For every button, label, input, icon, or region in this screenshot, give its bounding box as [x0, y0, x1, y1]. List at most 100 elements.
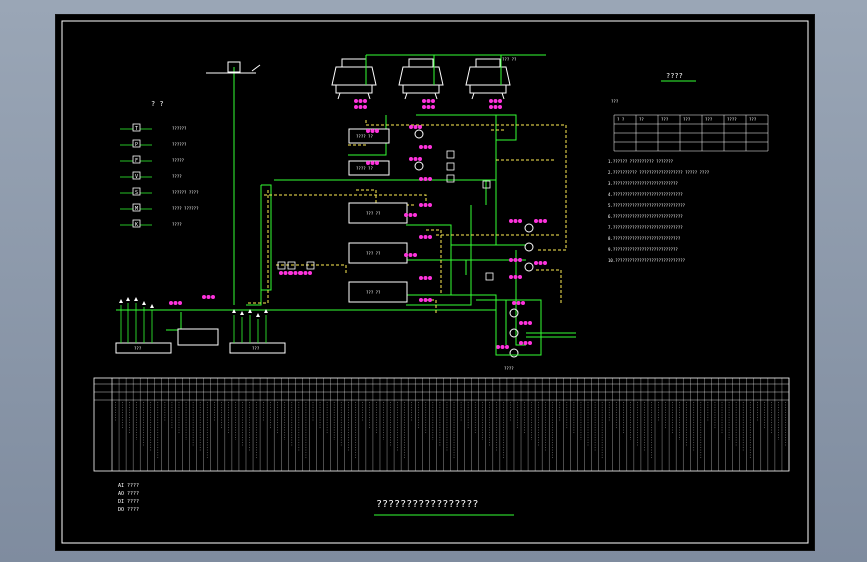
chiller-label-1: ???? ?? — [356, 134, 373, 139]
legend-symbol-box — [132, 139, 141, 148]
sensor-dot — [489, 99, 493, 103]
sensor-dot — [419, 235, 423, 239]
sensor-dot — [299, 271, 303, 275]
sensor-dot — [426, 99, 431, 103]
sensor-dot — [431, 105, 435, 109]
legend-symbol-box — [132, 155, 141, 164]
notes-block: ???? ??? ? ??????????????????? 1.?????? … — [608, 72, 769, 263]
cooling-tower-2 — [398, 58, 444, 100]
sensor-dot — [509, 219, 513, 223]
legend-symbol: S — [135, 190, 138, 196]
cabinet-right-label: ??? — [252, 346, 260, 351]
sensor-dot — [423, 235, 428, 239]
legend-items: T??????P??????F?????V????S?????? ????M??… — [120, 123, 199, 228]
sensor-dot — [308, 271, 312, 275]
note-line: 5.?????????????????????????????? — [608, 203, 686, 208]
legend-symbol-box — [132, 171, 141, 180]
instrument-boxes — [277, 150, 494, 281]
notes-table-header: ??? — [661, 117, 669, 122]
sensor-dot — [279, 271, 283, 275]
sensor-dot — [413, 253, 417, 257]
cooling-tower-1 — [331, 58, 377, 100]
note-line: 3.??????????????????????????? — [608, 181, 678, 186]
sensor-dot — [521, 301, 525, 305]
tower-label: ??? ?? — [502, 57, 517, 62]
cooling-tower-3 — [465, 58, 511, 100]
legend-symbol-box — [132, 203, 141, 212]
sensor-dot — [512, 301, 516, 305]
io-legend-item: DI ???? — [118, 499, 139, 505]
legend-item-text: ????? — [172, 158, 185, 163]
sensor-dot — [431, 99, 435, 103]
plate-exchanger-1 — [348, 202, 408, 224]
sensor-dot — [413, 213, 417, 217]
sensor-dot — [428, 203, 432, 207]
sensor-dot — [202, 295, 206, 299]
note-line: 9.??????????????????????????? — [608, 247, 678, 252]
legend-item-text: ?????? — [172, 142, 187, 147]
yellow-dashed-pipes — [246, 120, 567, 315]
sensor-dot — [363, 99, 367, 103]
control-cabinets — [115, 328, 286, 354]
sensor-dot — [173, 301, 178, 305]
sensor-dot — [178, 301, 182, 305]
sensor-dot — [413, 157, 418, 161]
sensor-dot — [496, 345, 500, 349]
sensor-dot — [211, 295, 215, 299]
sensor-dot — [509, 258, 513, 262]
notes-title: ???? — [666, 72, 683, 80]
legend-symbol-box — [132, 187, 141, 196]
chiller-1 — [348, 128, 390, 144]
notes-table-header: ??? — [683, 117, 691, 122]
sensor-dot — [428, 177, 432, 181]
notes-table-header: ???? — [727, 117, 737, 122]
legend: ? ? T??????P??????F?????V????S?????? ???… — [120, 100, 199, 228]
notes-table-header: ??? — [749, 117, 757, 122]
sensor-dot — [423, 145, 428, 149]
sensor-dot — [534, 219, 538, 223]
notes-table-header: ? ? — [617, 117, 625, 122]
sensor-dot — [538, 261, 543, 265]
drawing-sheet: ??? ?? — [55, 14, 815, 551]
pumps — [414, 129, 534, 358]
sensor-dot — [283, 271, 288, 275]
sensor-dot — [519, 321, 523, 325]
sensor-dot — [293, 271, 298, 275]
notes-table-header: ??? — [705, 117, 713, 122]
sensor-dot — [419, 145, 423, 149]
note-line: 4.????????????????????????????? — [608, 192, 683, 197]
sensor-dot — [423, 177, 428, 181]
exchanger-label-1: ??? ?? — [366, 211, 381, 216]
sensor-dot — [358, 99, 363, 103]
sensor-dot — [493, 99, 498, 103]
sensor-dot — [413, 125, 418, 129]
io-point-table — [93, 377, 790, 472]
sensor-dot — [419, 177, 423, 181]
sensor-dot — [513, 275, 518, 279]
sensor-dot — [375, 129, 379, 133]
legend-symbol: V — [135, 174, 138, 180]
sensor-dot — [408, 213, 413, 217]
sensor-dot — [206, 295, 211, 299]
sensor-dot — [513, 219, 518, 223]
legend-item-text: ???? — [172, 222, 182, 227]
io-legend: AI ????AO ????DI ????DO ???? — [118, 483, 139, 513]
sensor-dot — [418, 125, 422, 129]
sensor-dot — [528, 321, 532, 325]
sensor-dot — [409, 125, 413, 129]
io-legend-item: DO ???? — [118, 507, 139, 513]
sensor-dot — [422, 105, 426, 109]
legend-symbol: P — [135, 142, 138, 148]
sensor-dot — [423, 203, 428, 207]
sensor-dot — [516, 301, 521, 305]
legend-symbol: K — [135, 222, 138, 228]
expansion-tank — [206, 61, 261, 74]
sensor-dot — [489, 105, 493, 109]
legend-symbol: T — [135, 126, 138, 132]
sensor-dot — [422, 99, 426, 103]
sensor-dot — [169, 301, 173, 305]
sensor-dot — [363, 105, 367, 109]
sensor-dot — [408, 253, 413, 257]
cabinet-wires — [120, 303, 267, 343]
sensor-dot — [418, 157, 422, 161]
